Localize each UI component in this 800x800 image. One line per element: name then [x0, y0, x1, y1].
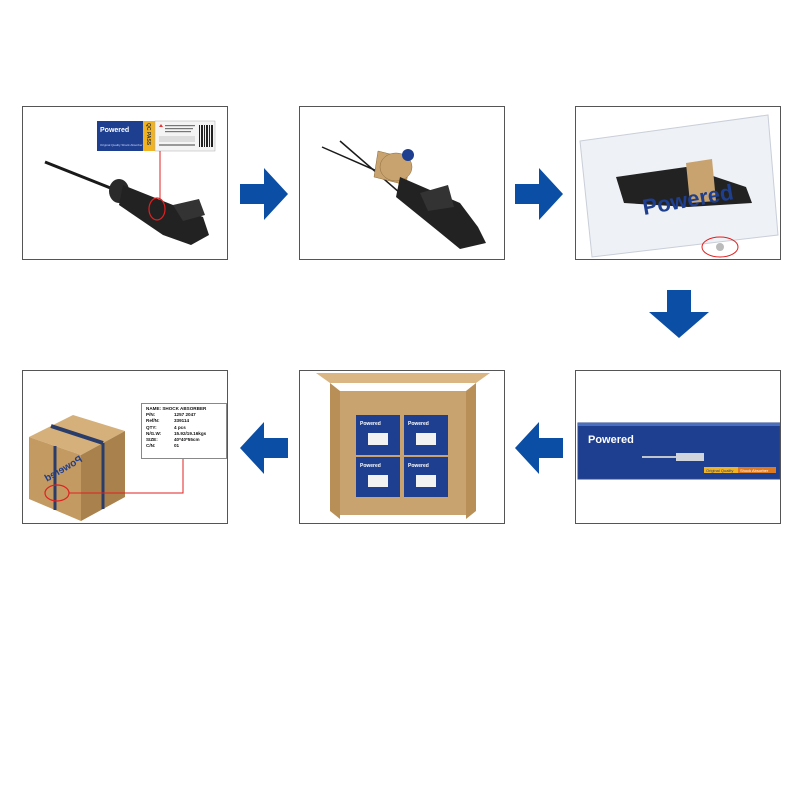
- step-5-panel-open-carton: Powered Powered Powered Powered: [299, 370, 505, 524]
- box-3-sticker: [368, 475, 388, 487]
- label-brand: Powered: [100, 127, 129, 134]
- arrow-right-icon: [240, 166, 288, 222]
- box-4-brand: Powered: [408, 463, 429, 469]
- shock-absorber-illustration: Powered Original Quality Shock Absorber …: [23, 107, 228, 260]
- box-2-sticker: [416, 433, 436, 445]
- brand-mark-icon: [402, 149, 414, 161]
- box-1-sticker: [368, 433, 388, 445]
- carton-side-left: [330, 383, 340, 519]
- step-2-panel-wrapped-strut: [299, 106, 505, 260]
- label-subtitle: Original Quality Shock Absorber: [100, 143, 143, 147]
- label-key: C/N:: [146, 443, 174, 449]
- box-tagline-2: Shock Absorber: [740, 468, 769, 473]
- piston-rod: [45, 162, 113, 189]
- box-2-brand: Powered: [408, 421, 429, 427]
- strut-graphic-body: [676, 453, 704, 461]
- carton-side-right: [466, 383, 476, 519]
- box-brand: Powered: [588, 434, 634, 446]
- step-4-panel-product-box: Powered Original Quality Shock Absorber: [575, 370, 781, 524]
- nut-icon: [716, 243, 724, 251]
- open-carton-illustration: Powered Powered Powered Powered: [300, 371, 505, 524]
- product-box-illustration: Powered Original Quality Shock Absorber: [576, 371, 781, 524]
- step-6-panel-sealed-carton: Powered NAME: SHOCK ABSORBER P/N:1257 20…: [22, 370, 228, 524]
- box-3-brand: Powered: [360, 463, 381, 469]
- carton-flap-top: [316, 373, 490, 383]
- shipping-label: NAME: SHOCK ABSORBER P/N:1257 2047 Ref/N…: [141, 403, 227, 459]
- arrow-left-icon: [515, 420, 563, 476]
- box-tagline: Original Quality: [706, 468, 733, 473]
- step-3-panel-bagged-strut: Powered: [575, 106, 781, 260]
- box-4-sticker: [416, 475, 436, 487]
- bagged-strut-illustration: Powered: [576, 107, 781, 260]
- arrow-right-icon: [515, 166, 563, 222]
- label-row: C/N:01: [146, 443, 222, 449]
- box-1-brand: Powered: [360, 421, 381, 427]
- arrow-left-icon: [240, 420, 288, 476]
- step-1-panel-shock-absorber: Powered Original Quality Shock Absorber …: [22, 106, 228, 260]
- label-value: 01: [174, 443, 179, 449]
- wrapped-strut-illustration: [300, 107, 505, 260]
- arrow-down-icon: [649, 290, 709, 338]
- box-edge: [578, 423, 780, 426]
- label-qc-pass: QC PASS: [145, 123, 151, 146]
